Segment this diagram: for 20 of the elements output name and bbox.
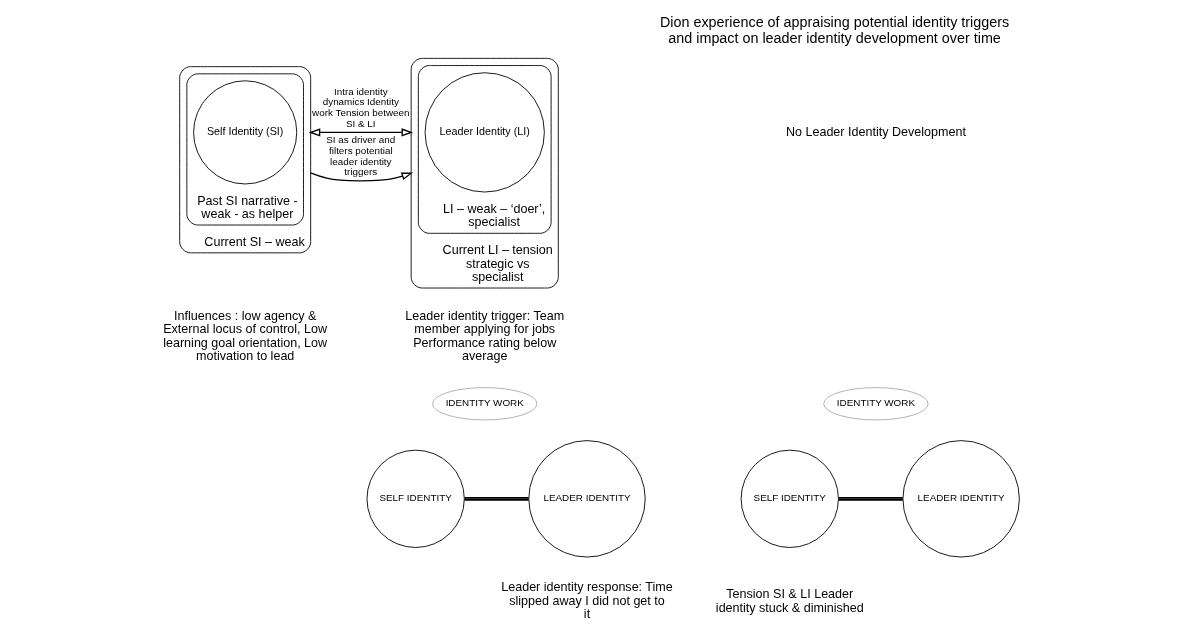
- node-circle: Self Identity (SI): [192, 80, 297, 185]
- node-circle: SELF IDENTITY: [366, 449, 465, 548]
- arrow: [309, 172, 413, 182]
- label: Tension SI & LI Leader identity stuck & diminished: [715, 587, 864, 615]
- node-circle: SELF IDENTITY: [740, 449, 839, 548]
- connector: [837, 497, 904, 501]
- edge-label: SI as driver and filters potential leader identity triggers: [325, 133, 395, 178]
- label: Influences : low agency & External locus of control, Low learning goal orientation, Low motivation to lead: [162, 308, 327, 363]
- node-circle: LEADER IDENTITY: [901, 440, 1020, 558]
- node-circle: Leader Identity (LI): [424, 72, 545, 193]
- label: No Leader Identity Development: [785, 124, 966, 139]
- diagram-title: Dion experience of appraising potential identity triggers and impact on leader identity development over time: [659, 13, 1009, 46]
- node-ellipse: IDENTITY WORK: [431, 387, 537, 421]
- edge-label: Intra identity dynamics Identity work Tension between SI & LI: [311, 85, 409, 129]
- node-circle: LEADER IDENTITY: [527, 440, 646, 558]
- node-ellipse: IDENTITY WORK: [822, 387, 929, 421]
- arrow: [308, 128, 413, 137]
- label: Leader identity trigger: Team member applying for jobs Performance rating below average: [404, 308, 564, 363]
- connector: [463, 497, 530, 501]
- label: Leader identity response: Time slipped away I did not get to it: [500, 580, 673, 622]
